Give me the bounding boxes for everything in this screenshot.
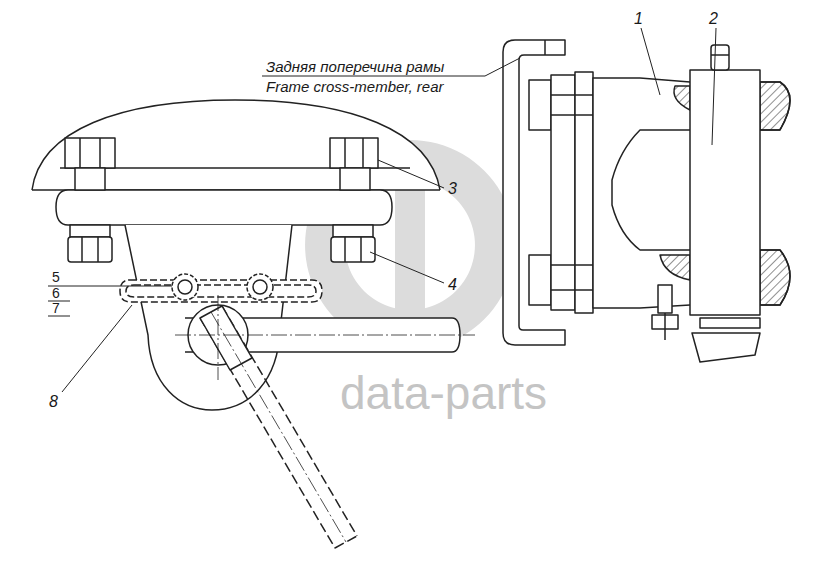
- part-caption: Frame cross-member, rear: [266, 79, 444, 96]
- cross-member-outline: [32, 100, 440, 190]
- part-caption: Задняя поперечина рамы: [266, 59, 444, 76]
- callout-number: 4: [448, 276, 457, 294]
- callout-number: 8: [49, 393, 58, 411]
- callout-number: 3: [448, 180, 457, 198]
- callout-number: 5: [52, 270, 60, 285]
- callout-number: 1: [634, 10, 643, 28]
- callout-number: 2: [709, 10, 718, 28]
- watermark: data-parts: [338, 368, 549, 419]
- callout-number: 7: [52, 301, 60, 316]
- callout-number: 6: [52, 286, 60, 301]
